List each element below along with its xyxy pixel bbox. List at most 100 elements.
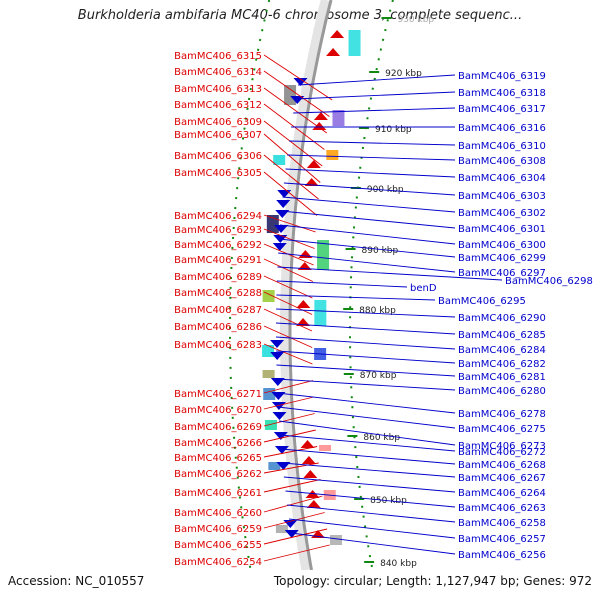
left-label-connector: [263, 308, 313, 332]
right-gene-label: BamMC406_6297: [458, 268, 546, 279]
left-gene-label: BamMC406_6312: [174, 100, 262, 111]
right-label-connector: [282, 462, 456, 478]
left-gene-label: BamMC406_6255: [174, 540, 262, 551]
right-gene-label: BamMC406_6295: [438, 296, 526, 307]
scale-label: 880 kbp: [359, 306, 396, 316]
right-gene-label: BamMC406_6268: [458, 460, 546, 471]
right-gene-label: BamMC406_6301: [458, 224, 546, 235]
feature-block: [330, 535, 343, 545]
right-gene-label: BamMC406_6319: [458, 71, 546, 82]
feature-block: [262, 370, 275, 378]
right-gene-label: BamMC406_6317: [458, 104, 546, 115]
right-label-connector: [276, 280, 408, 288]
reverse-strand-arrow: [303, 470, 318, 478]
reverse-strand-arrow: [312, 122, 327, 130]
left-gene-label: BamMC406_6307: [174, 130, 262, 141]
left-label-connector: [263, 291, 313, 315]
left-gene-label: BamMC406_6306: [174, 151, 262, 162]
left-gene-label: BamMC406_6271: [174, 389, 262, 400]
feature-block: [348, 30, 361, 56]
right-gene-label: BamMC406_6300: [458, 240, 546, 251]
right-label-connector: [279, 224, 456, 245]
left-gene-label: BamMC406_6314: [174, 67, 262, 78]
right-gene-label: BamMC406_6290: [458, 313, 546, 324]
right-label-connector: [278, 238, 456, 258]
reverse-strand-arrow: [326, 48, 341, 56]
forward-strand-arrow: [270, 340, 285, 348]
right-label-connector: [295, 91, 456, 100]
feature-block: [319, 445, 332, 451]
left-label-connector: [263, 380, 314, 394]
feature-block: [264, 420, 277, 430]
reverse-strand-arrow: [300, 440, 315, 448]
left-label-connector: [263, 396, 314, 410]
left-gene-label: BamMC406_6259: [174, 524, 262, 535]
left-label-connector: [263, 462, 319, 474]
feature-block: [262, 345, 275, 357]
left-label-connector: [263, 120, 323, 167]
left-label-connector: [263, 228, 315, 249]
right-gene-label: BamMC406_6280: [458, 386, 546, 397]
feature-block: [332, 110, 345, 126]
left-gene-label: BamMC406_6313: [174, 84, 262, 95]
reverse-strand-arrow: [306, 500, 321, 508]
right-gene-label: BamMC406_6263: [458, 503, 546, 514]
right-label-connector: [276, 378, 456, 391]
reverse-strand-arrow: [301, 456, 316, 464]
right-label-connector: [283, 182, 456, 196]
right-label-connector: [285, 168, 456, 178]
reverse-strand-arrow: [296, 300, 311, 308]
left-label-connector: [263, 413, 315, 427]
right-gene-label: BamMC406_6282: [458, 359, 546, 370]
right-label-connector: [285, 490, 456, 508]
right-label-connector: [275, 322, 456, 335]
right-gene-label: BamMC406_6303: [458, 191, 546, 202]
right-label-connector: [279, 434, 456, 452]
left-gene-label: BamMC406_6294: [174, 211, 262, 222]
reverse-strand-arrow: [306, 160, 321, 168]
accession-text: Accession: NC_010557: [8, 574, 145, 588]
right-label-connector: [298, 74, 456, 86]
forward-strand-arrow: [290, 96, 305, 104]
forward-strand-arrow: [270, 378, 285, 386]
right-label-connector: [278, 406, 456, 429]
feature-block: [326, 150, 339, 160]
left-gene-label: BamMC406_6315: [174, 51, 262, 62]
forward-strand-arrow: [271, 402, 286, 410]
forward-strand-arrow: [270, 352, 285, 360]
right-label-connector: [276, 350, 456, 364]
right-gene-label: BamMC406_6273: [458, 441, 546, 452]
left-gene-label: BamMC406_6293: [174, 225, 262, 236]
right-gene-label: BamMC406_6308: [458, 156, 546, 167]
right-gene-label: BamMC406_6318: [458, 88, 546, 99]
right-gene-label: BamMC406_6285: [458, 330, 546, 341]
backbone-arc: [288, 0, 333, 570]
right-label-connector: [291, 532, 456, 555]
left-label-connector: [263, 87, 328, 134]
left-gene-label: BamMC406_6265: [174, 453, 262, 464]
left-label-connector: [263, 154, 319, 200]
left-gene-label: BamMC406_6261: [174, 488, 262, 499]
right-label-connector: [283, 476, 456, 493]
right-label-connector: [289, 140, 456, 146]
right-gene-label: BamMC406_6264: [458, 488, 546, 499]
left-gene-label: BamMC406_6270: [174, 405, 262, 416]
forward-strand-arrow: [284, 530, 299, 538]
feature-block: [317, 240, 330, 270]
scale-label: 890 kbp: [362, 246, 399, 256]
left-label-connector: [263, 528, 328, 545]
left-gene-label: BamMC406_6292: [174, 240, 262, 251]
left-label-connector: [263, 446, 318, 458]
reverse-strand-arrow: [313, 112, 328, 120]
left-label-connector: [263, 171, 318, 216]
left-label-connector: [263, 133, 321, 183]
reverse-strand-arrow: [330, 30, 345, 38]
left-label-connector: [263, 214, 316, 233]
left-gene-label: BamMC406_6286: [174, 322, 262, 333]
left-label-connector: [263, 70, 330, 117]
scale-label: 910 kbp: [375, 125, 412, 135]
forward-strand-arrow: [272, 412, 287, 420]
scale-label: 920 kbp: [385, 69, 422, 79]
forward-strand-arrow: [272, 243, 287, 251]
